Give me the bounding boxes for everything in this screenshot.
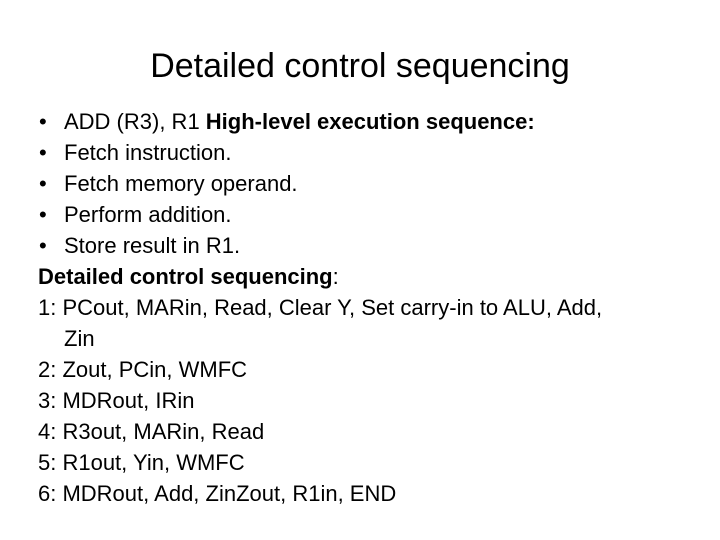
section-heading-label: Detailed control sequencing (38, 264, 333, 289)
step-line: 4: R3out, MARin, Read (38, 419, 265, 444)
list-item-text: Store result in R1. (64, 233, 241, 258)
list-item: • Fetch memory operand. (36, 168, 696, 199)
step-line: 1: PCout, MARin, Read, Clear Y, Set carr… (38, 295, 603, 320)
step-line: 6: MDRout, Add, ZinZout, R1in, END (38, 481, 397, 506)
bullet-icon: • (39, 171, 47, 196)
page-title: Detailed control sequencing (150, 47, 570, 85)
list-item-text: Fetch memory operand. (64, 171, 298, 196)
bullet-icon: • (39, 233, 47, 258)
list-item: • Fetch instruction. (36, 137, 696, 168)
step-line: 3: MDRout, IRin (38, 388, 195, 413)
slide-body: • ADD (R3), R1 High-level execution sequ… (36, 106, 696, 509)
step-line: 5: R1out, Yin, WMFC (38, 450, 245, 475)
list-item-emphasis: High-level execution sequence: (205, 109, 535, 134)
step-line: 2: Zout, PCin, WMFC (38, 357, 248, 382)
section-heading-colon: : (332, 264, 339, 289)
list-item-text: Fetch instruction. (64, 140, 232, 165)
bullet-icon: • (39, 140, 47, 165)
list-item: • Store result in R1. (36, 230, 696, 261)
list-item: • ADD (R3), R1 High-level execution sequ… (36, 106, 696, 137)
list-item: • Perform addition. (36, 199, 696, 230)
list-item-text: ADD (R3), R1 (64, 109, 206, 134)
section-heading: Detailed control sequencing: (36, 261, 696, 292)
bullet-icon: • (39, 109, 47, 134)
step-line-continuation: Zin (64, 326, 95, 351)
list-item-text: Perform addition. (64, 202, 232, 227)
bullet-icon: • (39, 202, 47, 227)
